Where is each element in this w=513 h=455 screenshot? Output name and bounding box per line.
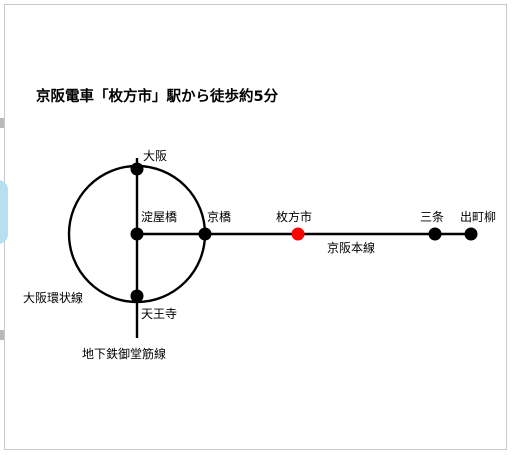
station-label-sanjo: 三条 (420, 210, 444, 224)
station-label-osaka: 大阪 (143, 149, 167, 163)
line-label-midosuji: 地下鉄御堂筋線 (82, 346, 166, 361)
edge-decoration (0, 180, 8, 244)
line-label-keihan-main: 京阪本線 (327, 240, 375, 255)
map-card (4, 4, 507, 450)
station-dot-osaka[interactable] (130, 162, 144, 176)
station-label-yodoyabashi: 淀屋橋 (141, 210, 177, 224)
station-label-tennoji: 天王寺 (141, 307, 177, 321)
station-dot-yodoyabashi[interactable] (130, 227, 144, 241)
station-dot-sanjo[interactable] (428, 227, 442, 241)
map-title: 京阪電車「枚方市」駅から徒歩約5分 (36, 87, 279, 105)
station-dot-kyobashi[interactable] (198, 227, 212, 241)
edge-marker-top (0, 118, 4, 128)
edge-marker-bottom (0, 330, 4, 340)
station-dot-hirakatashi[interactable] (291, 227, 305, 241)
station-dot-tennoji[interactable] (130, 289, 144, 303)
station-label-demachiyanagi: 出町柳 (460, 210, 496, 224)
station-dot-demachiyanagi[interactable] (464, 227, 478, 241)
line-label-osaka-loop: 大阪環状線 (23, 290, 83, 305)
station-label-kyobashi: 京橋 (207, 210, 231, 224)
station-label-hirakatashi: 枚方市 (276, 209, 312, 224)
